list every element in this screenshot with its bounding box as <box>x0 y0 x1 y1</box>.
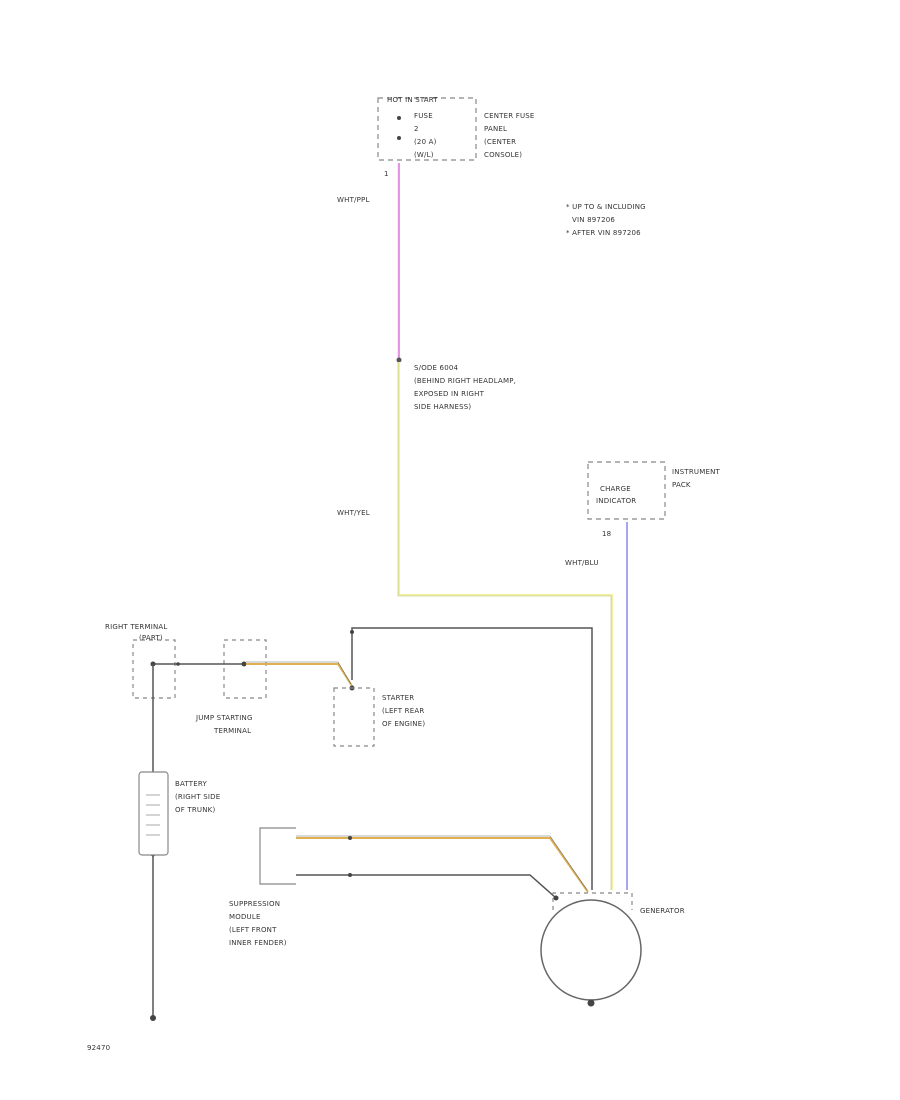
instrument-box-2: INDICATOR <box>596 497 637 505</box>
instrument-label-1: INSTRUMENT <box>672 468 720 476</box>
jump-terminal-label-1: JUMP STARTING <box>196 714 253 722</box>
splice-label-2: (BEHIND RIGHT HEADLAMP, <box>414 377 517 385</box>
fuse-box <box>377 97 477 161</box>
starter-label-1: STARTER <box>382 694 415 702</box>
black-wire-starter <box>351 627 593 890</box>
suppression-label-3: (LEFT FRONT <box>229 926 277 934</box>
fusible-link-box <box>132 639 176 699</box>
generator-label: GENERATOR <box>640 907 685 915</box>
instrument-box-1: CHARGE <box>600 485 631 493</box>
fuse-location-1: CENTER FUSE <box>484 112 535 120</box>
generator <box>540 892 642 1007</box>
fuse-terminal-icon <box>397 116 401 120</box>
battery-label-3: OF TRUNK) <box>175 806 216 814</box>
fuse-line-3: (20 A) <box>414 138 437 146</box>
splice-point-icon <box>396 357 402 363</box>
note-line-1: * UP TO & INCLUDING <box>566 203 646 211</box>
wire-label-top: WHT/PPL <box>337 196 370 204</box>
wire-label-indicator: WHT/BLU <box>565 559 599 567</box>
splice-label-1: S/ODE 6004 <box>414 364 459 372</box>
note-line-3: * AFTER VIN 897206 <box>566 229 641 237</box>
note-line-2: VIN 897206 <box>572 216 616 224</box>
jump-terminal-box <box>223 639 267 699</box>
wire-label-mid: WHT/YEL <box>337 509 370 517</box>
starter-box <box>333 687 375 747</box>
fusible-link-label-2: (PART) <box>139 634 163 642</box>
suppression-module <box>259 827 296 885</box>
fuse-line-2: 2 <box>414 125 419 133</box>
figure-id: 92470 <box>87 1044 111 1052</box>
instrument-pin: 18 <box>602 530 612 538</box>
suppression-label-4: INNER FENDER) <box>229 939 287 947</box>
battery <box>138 771 169 856</box>
fuse-location-2: PANEL <box>484 125 508 133</box>
splice-label-4: SIDE HARNESS) <box>414 403 472 411</box>
orange-wire-starter <box>246 663 353 687</box>
instrument-label-2: PACK <box>672 481 691 489</box>
fuse-pin: 1 <box>384 170 389 178</box>
suppression-label-2: MODULE <box>229 913 261 921</box>
battery-label-2: (RIGHT SIDE <box>175 793 221 801</box>
ground-icon <box>150 1015 156 1021</box>
jump-terminal-label-2: TERMINAL <box>214 727 252 735</box>
fuse-location-3: (CENTER <box>484 138 517 146</box>
fuse-line-1: FUSE <box>414 112 433 120</box>
generator-ground-icon <box>587 999 595 1007</box>
fusible-link-label-1: RIGHT TERMINAL <box>105 623 168 631</box>
starter-label-2: (LEFT REAR <box>382 707 425 715</box>
fuse-title: HOT IN START <box>387 96 438 104</box>
black-wire-suppression <box>296 874 557 899</box>
suppression-label-1: SUPPRESSION <box>229 900 281 908</box>
splice-label-3: EXPOSED IN RIGHT <box>414 390 485 398</box>
yellow-wire <box>398 362 613 890</box>
instrument-pack <box>587 461 666 520</box>
orange-wire-suppression <box>296 837 589 893</box>
starter-label-3: OF ENGINE) <box>382 720 426 728</box>
fuse-location-4: CONSOLE) <box>484 151 523 159</box>
battery-label-1: BATTERY <box>175 780 207 788</box>
fuse-line-4: (W/L) <box>414 151 434 159</box>
fuse-terminal-icon <box>397 136 401 140</box>
